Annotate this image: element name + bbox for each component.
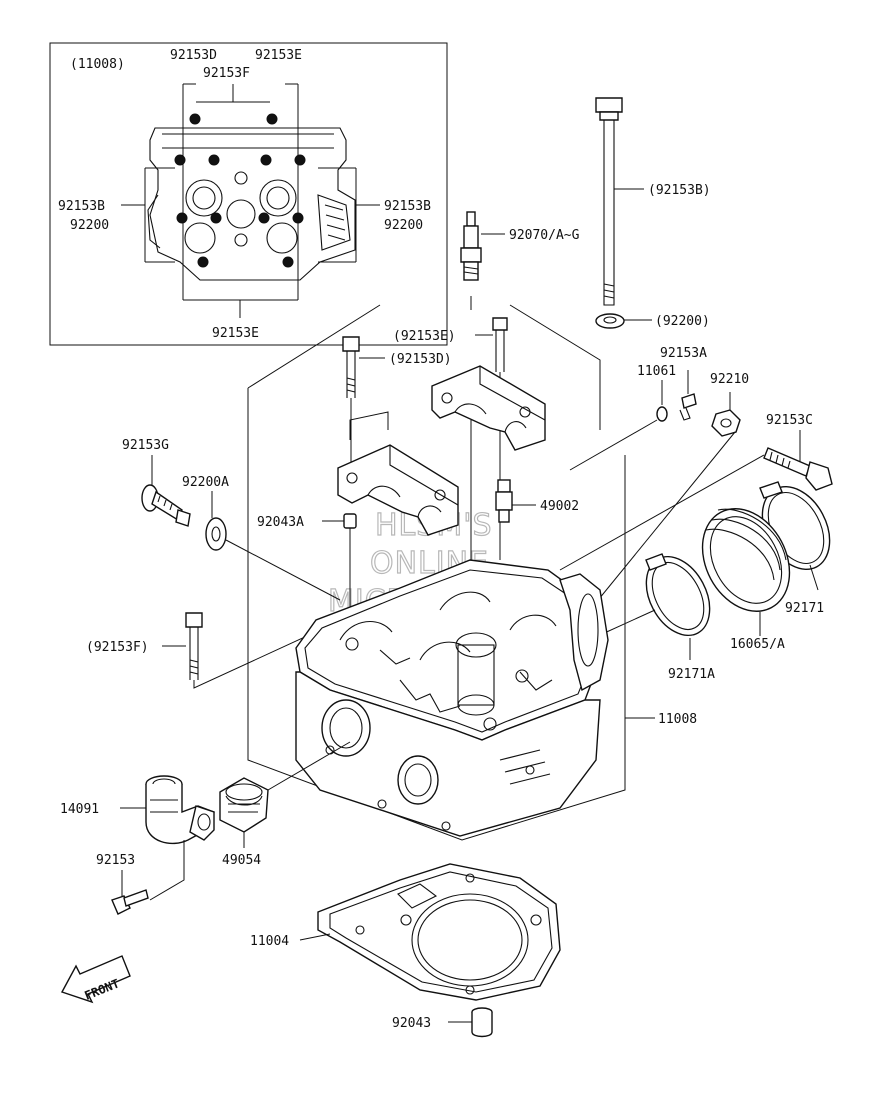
- callout-92171: 92171: [785, 601, 824, 616]
- washer-92200A: [205, 491, 341, 601]
- callout-11008: 11008: [658, 712, 697, 727]
- sensor-49002: [495, 479, 536, 523]
- bolt-92153C: [559, 430, 833, 571]
- inset-bolt-heads: [174, 113, 306, 268]
- callout-92153B-paren: (92153B): [648, 183, 711, 198]
- nut-92210: [589, 392, 741, 611]
- inset-label-92200-right: 92200: [384, 218, 423, 233]
- callout-92153: 92153: [96, 853, 135, 868]
- callout-49054: 49054: [222, 853, 261, 868]
- callout-92153E-paren: (92153E): [393, 329, 456, 344]
- camshaft-cap-exhaust: [431, 365, 546, 451]
- inset-label-92200-left: 92200: [70, 218, 109, 233]
- callout-92153G: 92153G: [122, 438, 169, 453]
- cylinder-head: [295, 559, 609, 837]
- bolt-92153D: [342, 336, 385, 470]
- spark-plug: [460, 211, 505, 660]
- bolt-92153: [111, 870, 149, 915]
- callout-92043A: 92043A: [257, 515, 304, 530]
- inset-label-92153B-left: 92153B: [58, 199, 105, 214]
- callout-49002: 49002: [540, 499, 579, 514]
- callout-92153D-paren: (92153D): [389, 352, 452, 367]
- head-gasket-11004: [299, 863, 561, 1001]
- bolt-92153G: [141, 455, 191, 527]
- inset-label-92153D: 92153D: [170, 48, 217, 63]
- dowel-92043: [448, 1007, 493, 1038]
- callout-92070: 92070/A~G: [509, 228, 580, 243]
- head-bolt-long: [595, 97, 644, 306]
- callout-92200-paren: (92200): [655, 314, 710, 329]
- callout-16065: 16065/A: [730, 637, 785, 652]
- intake-boot-16065: [701, 508, 791, 636]
- oring-11061: [569, 380, 668, 471]
- callout-92200A: 92200A: [182, 475, 229, 490]
- inset-top-view: (11008) 92153D 92153E 92153F 92153B 9220…: [49, 42, 448, 346]
- washer-92200: [595, 313, 652, 329]
- water-pipe-14091: [120, 775, 215, 901]
- callout-92153F-paren: (92153F): [86, 640, 149, 655]
- callout-92210: 92210: [710, 372, 749, 387]
- inset-label-92153E-bottom: 92153E: [212, 326, 259, 341]
- callout-92171A: 92171A: [668, 667, 715, 682]
- callout-92043: 92043: [392, 1016, 431, 1031]
- inset-label-92153B-right: 92153B: [384, 199, 431, 214]
- callout-11004: 11004: [250, 934, 289, 949]
- fitting-49054: [219, 741, 351, 848]
- bolt-92153A: [679, 370, 697, 421]
- callout-11061: 11061: [637, 364, 676, 379]
- callout-14091: 14091: [60, 802, 99, 817]
- camshaft-cap-intake: [337, 411, 459, 536]
- inset-ref-label: (11008): [70, 57, 125, 72]
- front-direction-marker: FRONT: [60, 955, 131, 1004]
- callout-92153C: 92153C: [766, 413, 813, 428]
- assembly-outline: [247, 388, 626, 841]
- bolt-92153F: [162, 612, 321, 689]
- clamp-92171A: [599, 553, 711, 660]
- callout-92153A: 92153A: [660, 346, 707, 361]
- inset-label-92153F: 92153F: [203, 66, 250, 81]
- inset-label-92153E: 92153E: [255, 48, 302, 63]
